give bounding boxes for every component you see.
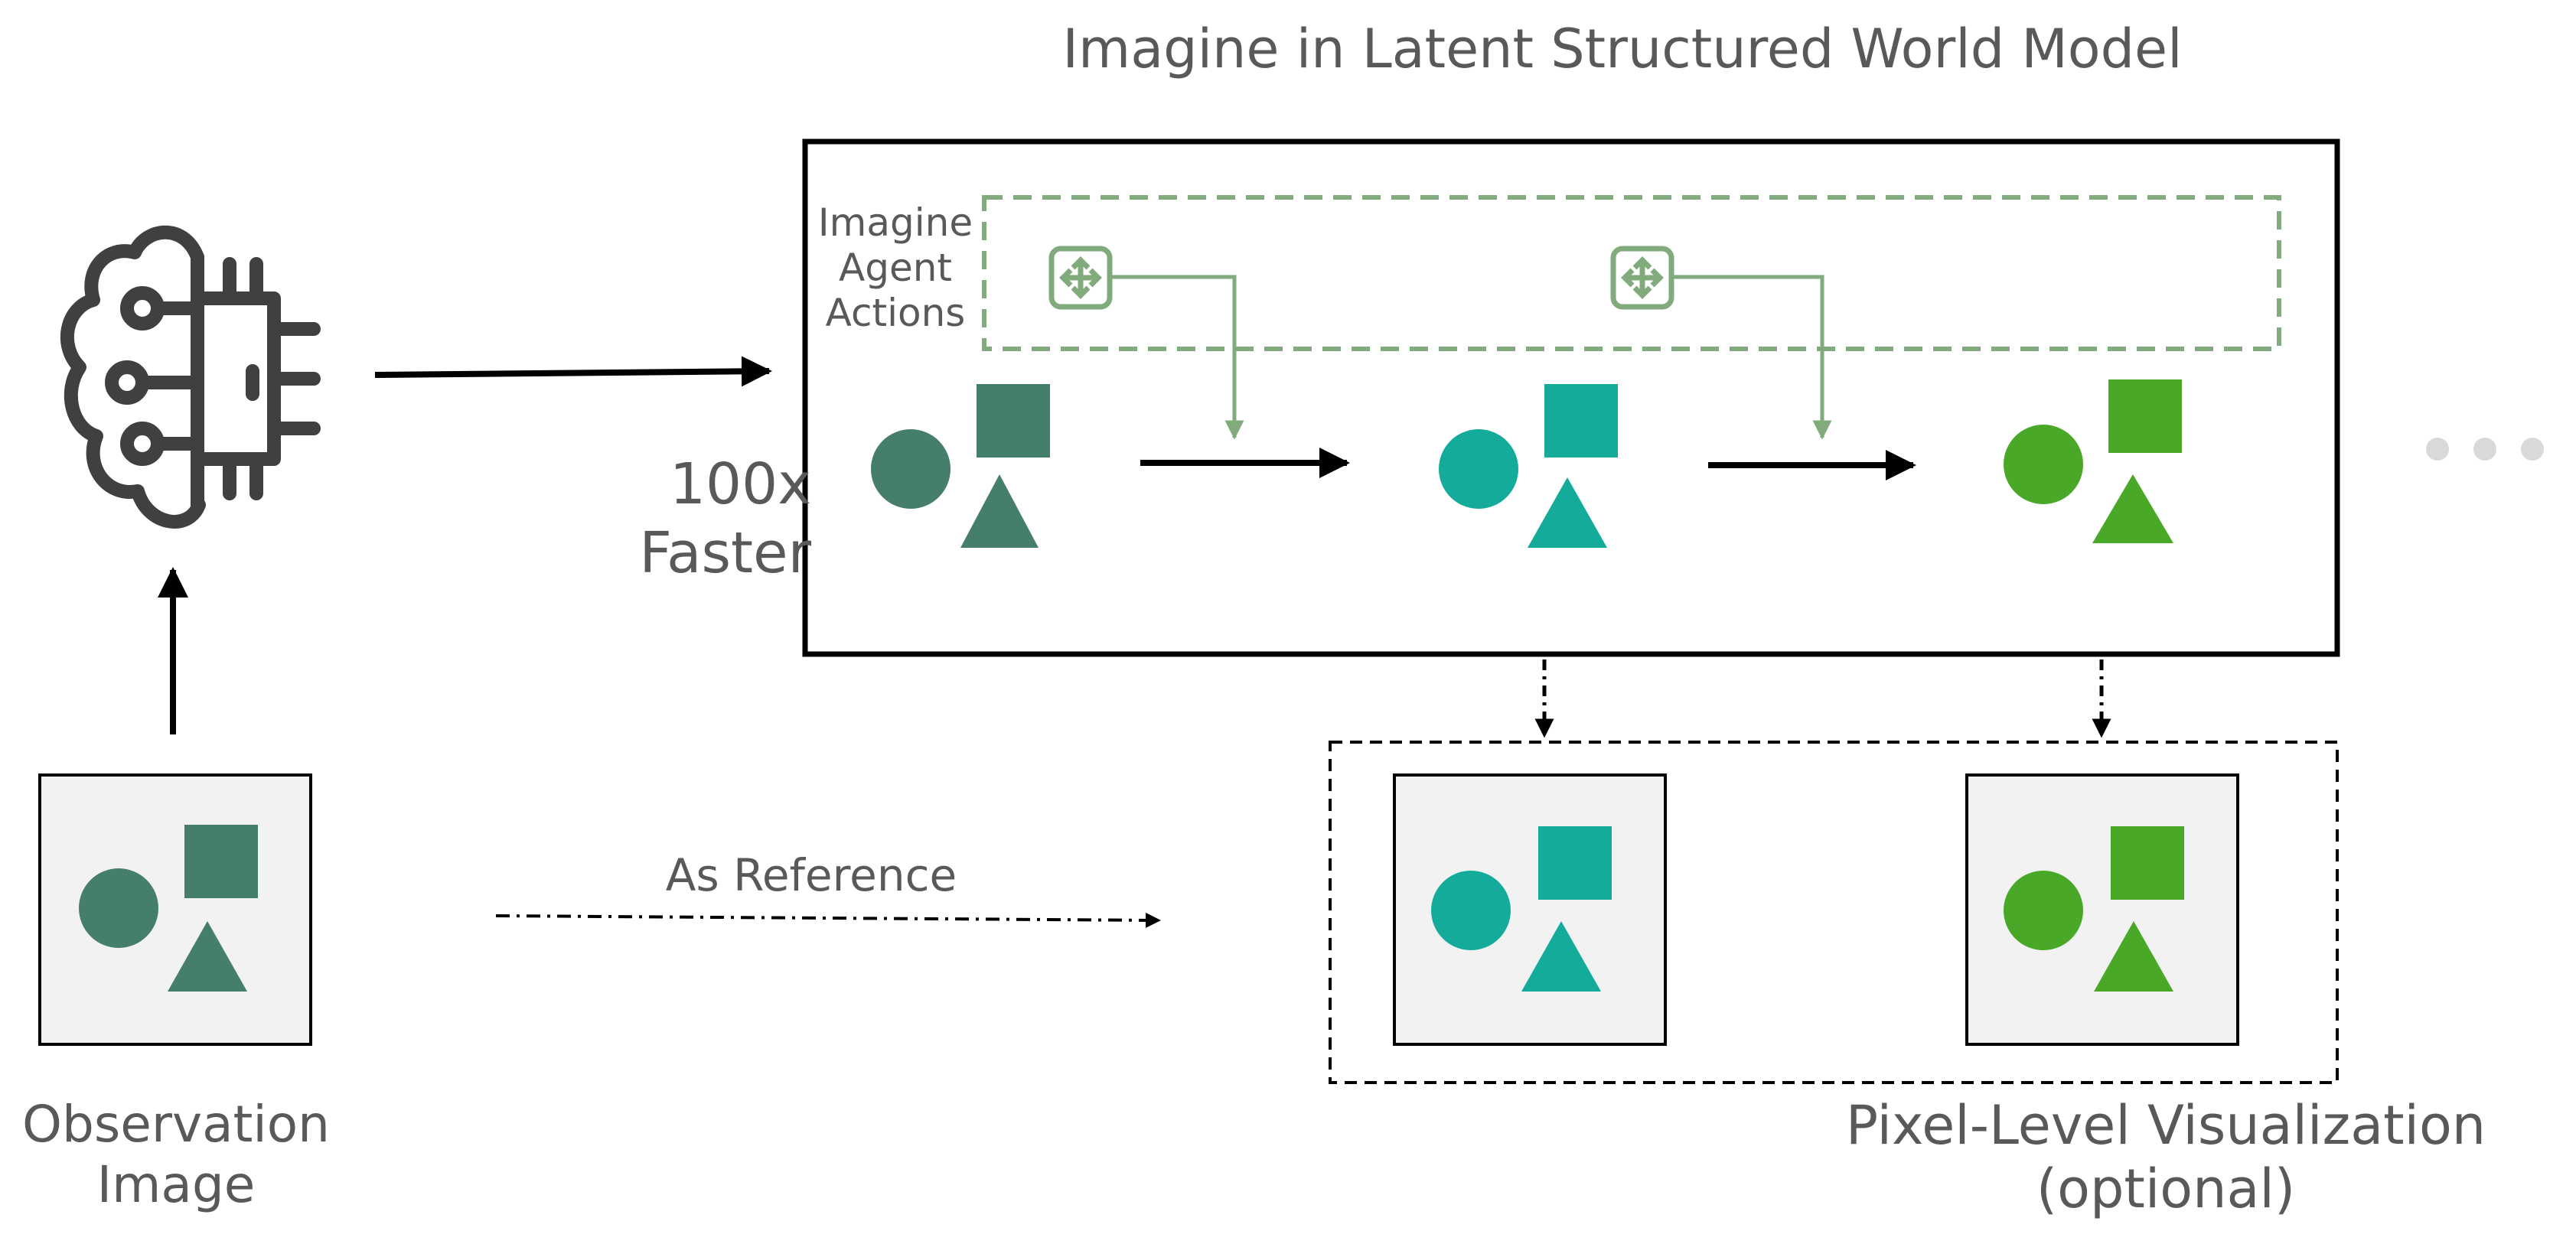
imagine-actions-label-line: Actions (825, 291, 966, 335)
pixel-visualization-label-line: (optional) (2036, 1157, 2296, 1220)
observation-label: Observation Image (0, 1094, 352, 1215)
diagram-title: Imagine in Latent Structured World Model (1062, 18, 2183, 80)
latent-world-model-box (802, 138, 2340, 657)
observation-label-line: Observation (22, 1095, 330, 1154)
pixel-visualization-box (1329, 741, 2339, 1084)
imagine-actions-label: Imagine Agent Actions (811, 200, 980, 336)
ellipsis-icon (2426, 438, 2544, 461)
reference-arrow (495, 912, 1161, 928)
imagine-actions-label-line: Imagine (817, 200, 973, 245)
pixel-visualization-label-line: Pixel-Level Visualization (1845, 1094, 2486, 1157)
observation-label-line: Image (96, 1155, 256, 1215)
move-arrows-icon (1610, 246, 1674, 310)
decoded-image-1-shapes (1431, 826, 1612, 992)
speedup-label: 100x Faster (597, 450, 811, 588)
speedup-label-line: 100x (669, 451, 811, 517)
speedup-label-line: Faster (639, 520, 811, 587)
agent-to-model-arrow (374, 356, 772, 387)
latent-state-0 (871, 384, 1050, 548)
latent-state-1 (1439, 384, 1618, 548)
imagine-actions-box (982, 195, 2281, 351)
action-feed-arrow (1673, 275, 1832, 440)
reference-label: As Reference (665, 849, 957, 901)
decoded-image-2-shapes (2004, 826, 2184, 992)
action-feed-arrow (1111, 275, 1244, 440)
latent-state-2 (2004, 379, 2182, 543)
move-arrows-icon (1048, 246, 1113, 310)
pixel-visualization-label: Pixel-Level Visualization (optional) (1439, 1094, 2576, 1220)
brain-circuit-icon (60, 225, 321, 529)
imagine-actions-label-line: Agent (839, 246, 952, 290)
observation-image-shapes (79, 825, 258, 992)
